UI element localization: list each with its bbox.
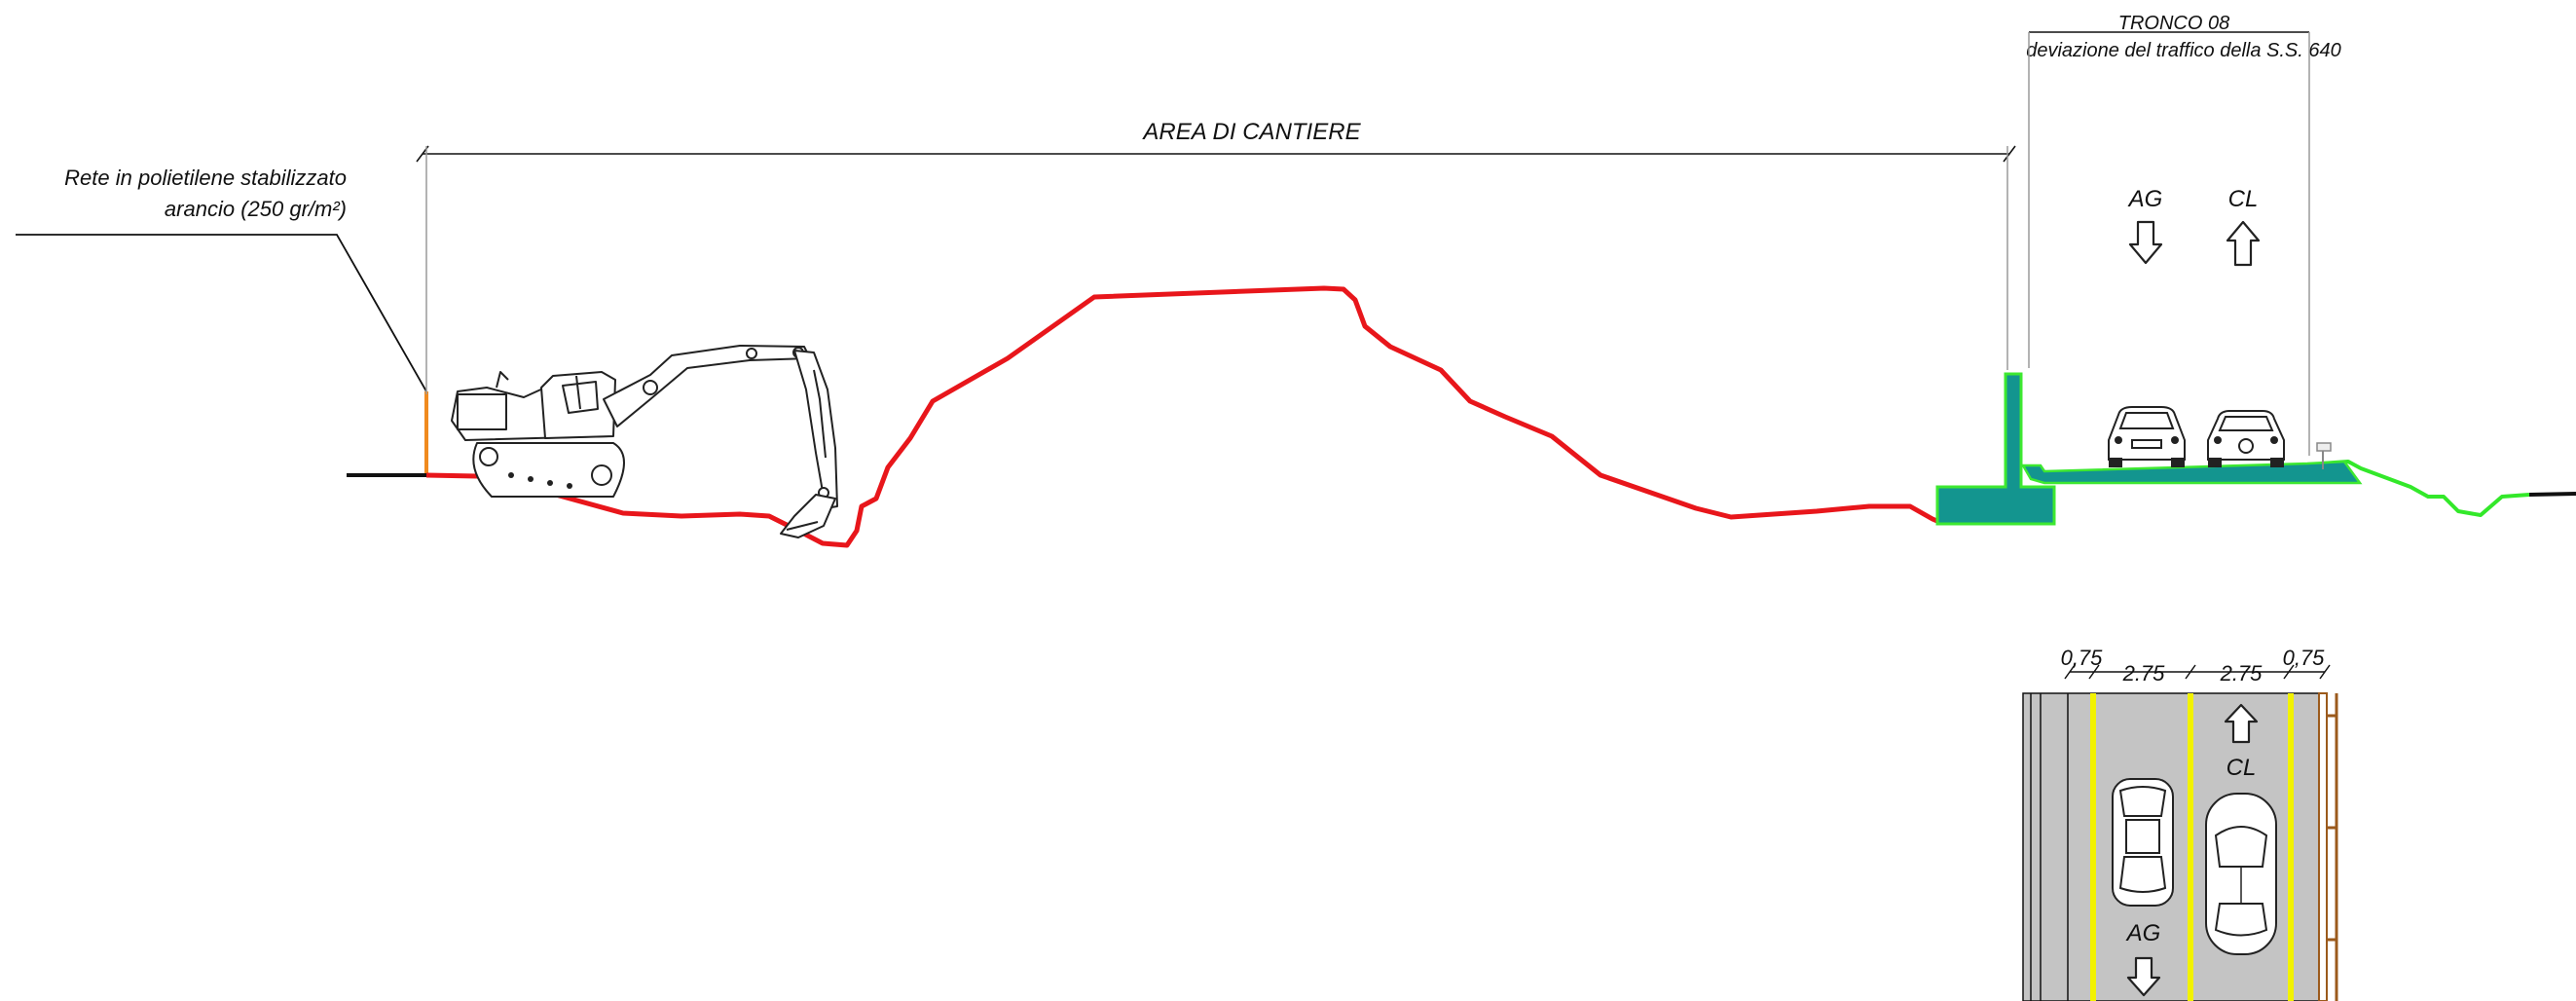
car-top-icon	[2205, 793, 2277, 955]
car-top-icon	[2112, 778, 2174, 907]
plan-lane-cl-label: CL	[2226, 755, 2257, 781]
road-pavement-section	[2020, 460, 2363, 485]
direction-ag-label: AG	[2127, 186, 2163, 212]
excavator-icon	[451, 345, 838, 538]
ground-profile-right	[2320, 460, 2530, 517]
plan-kerb	[2318, 692, 2328, 1001]
plan-lane-ag-label: AG	[2125, 920, 2161, 946]
dim-right-shoulder: 0,75	[2283, 646, 2326, 670]
net-annotation: Rete in polietilene stabilizzato arancio…	[16, 166, 428, 475]
plan-view: 0,75 2.75 2.75 0,75 CL	[2022, 646, 2338, 1001]
work-area-dimension: AREA DI CANTIERE	[416, 119, 2016, 394]
retaining-wall	[1935, 372, 2056, 526]
guardrail-icon	[2316, 442, 2332, 452]
section-header: TRONCO 08 deviazione del traffico della …	[2026, 13, 2341, 456]
dim-lane-1: 2.75	[2122, 661, 2166, 686]
existing-ground-right	[2528, 492, 2576, 497]
plan-dim-ticks	[2064, 664, 2331, 680]
dim-left-shoulder: 0,75	[2061, 646, 2104, 670]
dim-lane-2: 2.75	[2220, 661, 2263, 686]
section-description: deviazione del traffico della S.S. 640	[2026, 40, 2341, 61]
arrow-up-icon	[2224, 703, 2259, 744]
net-leader-line	[16, 234, 427, 392]
section-title: TRONCO 08	[2118, 13, 2229, 34]
excavation-profile	[425, 285, 1940, 548]
arrow-down-icon	[2128, 220, 2163, 265]
arrow-up-icon	[2226, 220, 2261, 267]
net-detail-label: arancio (250 gr/m²)	[165, 197, 347, 221]
direction-cl-label: CL	[2228, 186, 2259, 212]
car-icon	[2108, 406, 2186, 467]
dim-tick-right	[2003, 145, 2016, 163]
direction-markers: AG CL	[2127, 186, 2261, 267]
net-label: Rete in polietilene stabilizzato	[64, 166, 347, 190]
car-icon	[2207, 410, 2285, 467]
arrow-down-icon	[2126, 956, 2161, 997]
work-area-label: AREA DI CANTIERE	[1141, 119, 1361, 145]
terrain-profiles	[347, 285, 2576, 548]
